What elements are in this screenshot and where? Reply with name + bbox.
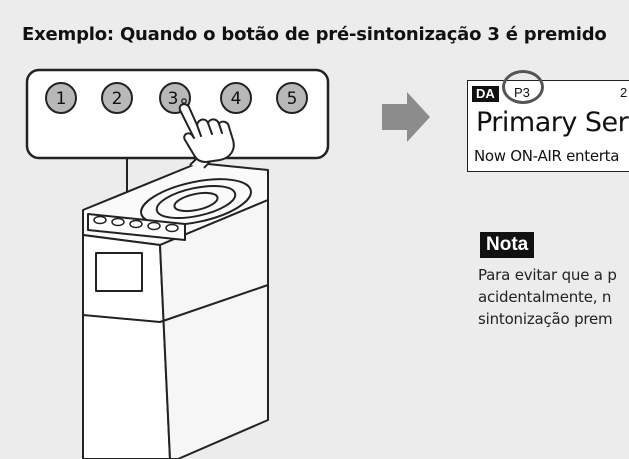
radio-unit bbox=[82, 127, 269, 459]
band-indicator: DA bbox=[472, 86, 499, 102]
preset-button-label: 1 bbox=[56, 89, 67, 109]
rds-text: Now ON-AIR enterta bbox=[474, 147, 620, 165]
note-line: Para evitar que a p bbox=[478, 266, 617, 284]
note-line: sintonização prem bbox=[478, 310, 613, 328]
preset-button-label: 2 bbox=[112, 89, 123, 109]
radio-preset-buttons bbox=[93, 215, 179, 233]
hand-pointer-icon bbox=[178, 103, 235, 163]
note-heading: Nota bbox=[480, 232, 535, 258]
arrow-right-icon bbox=[382, 92, 430, 142]
example-title: Exemplo: Quando o botão de pré-sintoniza… bbox=[22, 24, 607, 45]
radio-display: DA P3 2 Primary Servic Now ON-AIR entert… bbox=[467, 80, 629, 172]
service-name: Primary Servic bbox=[476, 107, 629, 138]
preset-button-2[interactable]: 2 bbox=[101, 82, 133, 114]
preset-button-1[interactable]: 1 bbox=[45, 82, 77, 114]
preset-button-4[interactable]: 4 bbox=[220, 82, 252, 114]
note-line: acidentalmente, n bbox=[478, 288, 612, 306]
preset-button-5[interactable]: 5 bbox=[276, 82, 308, 114]
preset-button-label: 5 bbox=[287, 89, 298, 109]
time-indicator: 2 bbox=[620, 85, 628, 100]
note-body: Para evitar que a p acidentalmente, n si… bbox=[478, 264, 617, 330]
preset-button-label: 4 bbox=[231, 89, 242, 109]
preset-highlight-ring bbox=[502, 70, 544, 104]
preset-button-label: 3 bbox=[168, 89, 179, 109]
